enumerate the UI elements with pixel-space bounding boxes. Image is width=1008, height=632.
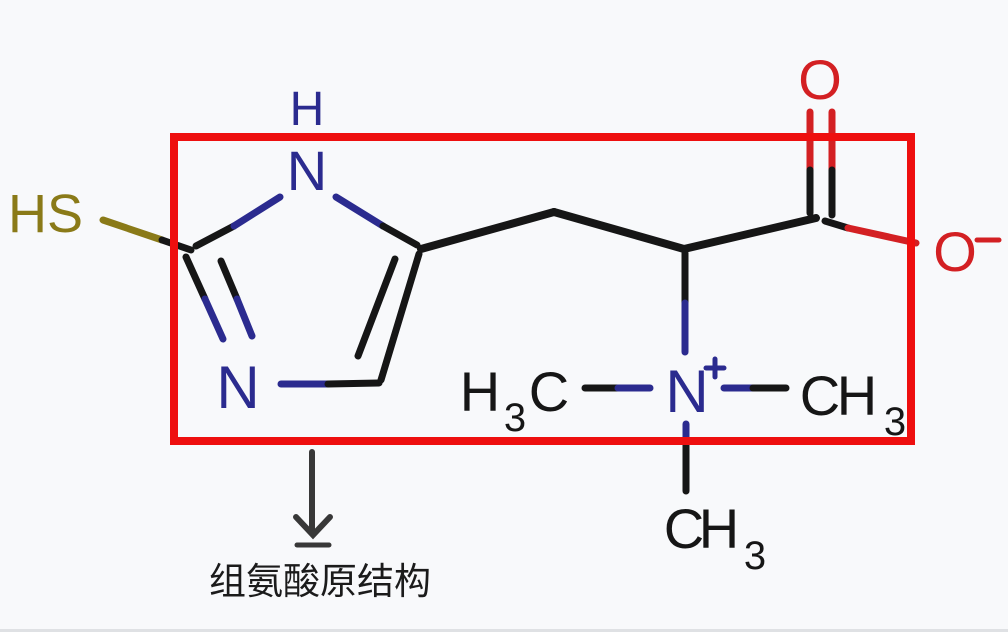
methyl-bottom-label: C H 3 (664, 497, 766, 578)
methyl-left-subscript: 3 (504, 396, 526, 440)
double-bond-c4-c5 (354, 250, 423, 384)
double-bond-c-o (806, 108, 836, 219)
bond-chain (417, 208, 820, 253)
carboxylate-oxygen-label: O (933, 220, 977, 283)
methyl-left-h: H (460, 360, 500, 423)
ring-n3-nitrogen-label: N (216, 354, 259, 421)
methyl-right-subscript: 3 (884, 400, 906, 444)
down-arrow-icon (293, 449, 333, 548)
plus-charge-icon (703, 356, 727, 380)
bond-c2-n1 (192, 193, 284, 250)
bond-c-o-minus (821, 217, 920, 247)
histidine-highlight-box (170, 133, 915, 445)
bond-n3-c4 (277, 379, 383, 388)
ring-nh-nitrogen-label: N (287, 139, 327, 202)
methyl-right-h: H (837, 364, 877, 427)
methyl-bottom-h: H (699, 497, 739, 560)
ammonium-nitrogen-label: N (665, 358, 708, 425)
bond-n1-c5 (332, 193, 421, 249)
methyl-bottom-c: C (664, 497, 704, 560)
methyl-left-label: H 3 C (460, 360, 569, 440)
double-bond-c2-n3 (182, 253, 256, 343)
methyl-right-c: C (800, 364, 840, 427)
thiol-hs-label: HS (8, 184, 83, 244)
carbonyl-oxygen-label: O (798, 48, 842, 111)
ring-nh-hydrogen-label: H (290, 83, 325, 136)
methyl-bottom-subscript: 3 (744, 534, 766, 578)
methyl-left-c: C (529, 360, 569, 423)
caption-text: 组氨酸原结构 (209, 561, 431, 602)
methyl-right-label: C H 3 (800, 364, 906, 444)
